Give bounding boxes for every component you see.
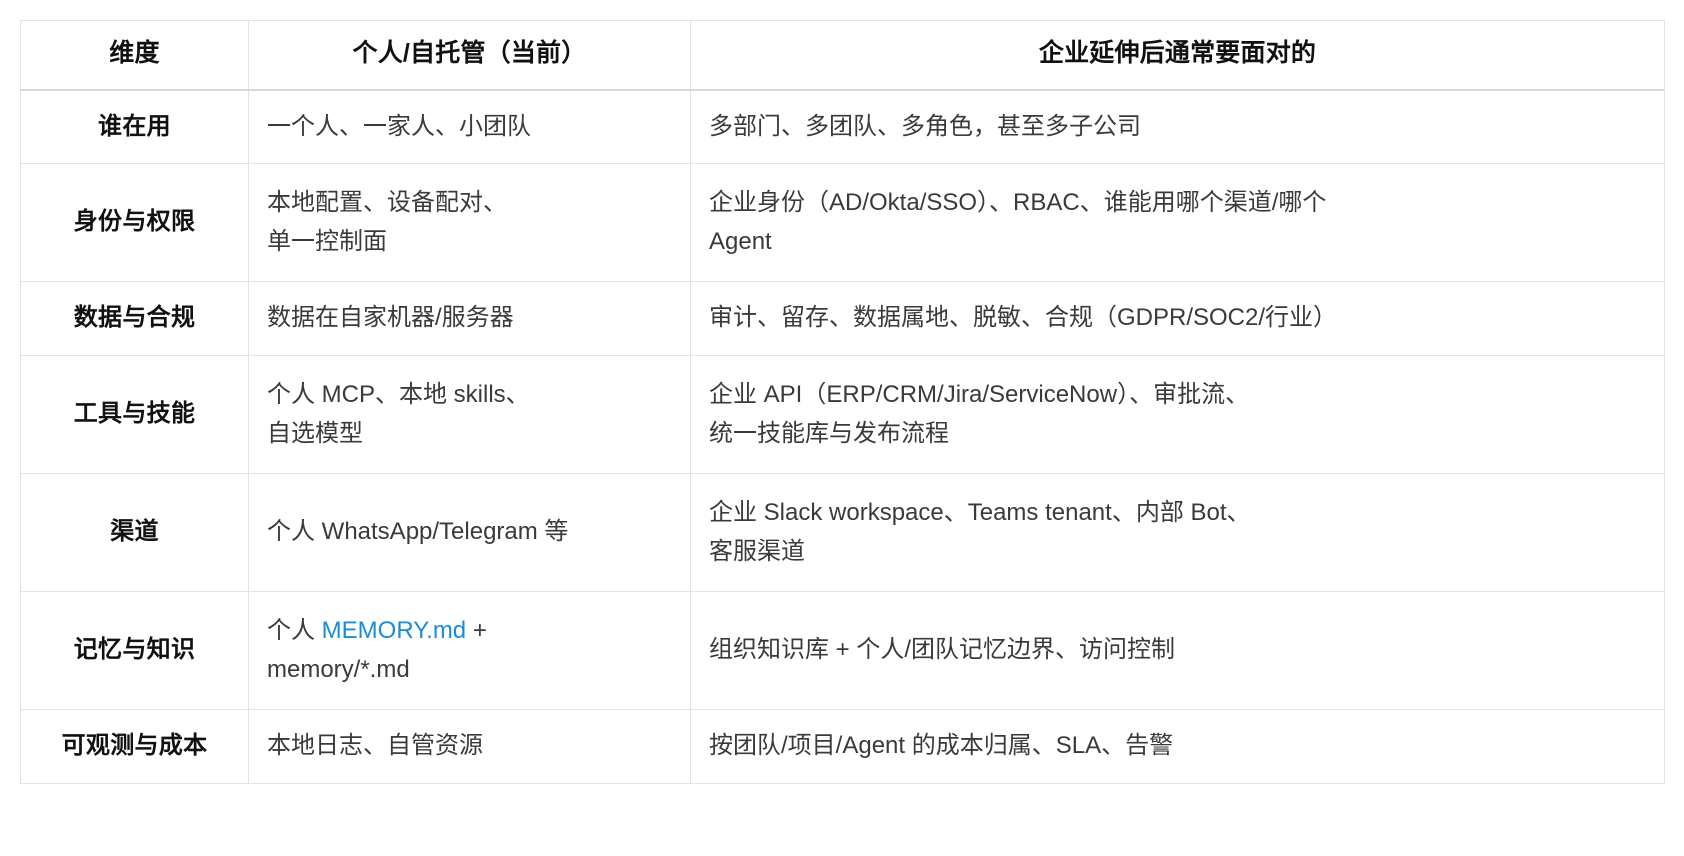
memory-md-link[interactable]: MEMORY.md [321,616,467,644]
row-personal-cell: 一个人、一家人、小团队 [248,89,691,165]
row-dimension-label: 工具与技能 [20,355,249,475]
cell-text-line: 自选模型 [267,419,363,447]
cell-text-prefix: 个人 [267,616,322,644]
row-personal-cell: 数据在自家机器/服务器 [248,281,691,357]
row-dimension-label: 记忆与知识 [20,591,249,711]
cell-text-line: 审计、留存、数据属地、脱敏、合规（GDPR/SOC2/行业） [709,304,1338,332]
row-enterprise-cell: 企业 API（ERP/CRM/Jira/ServiceNow）、审批流、 统一技… [690,355,1665,475]
cell-text-line: 企业 API（ERP/CRM/Jira/ServiceNow）、审批流、 [709,380,1250,408]
column-header-dimension: 维度 [20,19,249,91]
table-row: 记忆与知识 个人 MEMORY.md + memory/*.md 组织知识库 +… [20,591,1665,711]
table-body: 谁在用 一个人、一家人、小团队 多部门、多团队、多角色，甚至多子公司 身份与权限… [20,89,1665,785]
cell-text-line: 本地日志、自管资源 [267,732,483,760]
table-row: 身份与权限 本地配置、设备配对、 单一控制面 企业身份（AD/Okta/SSO）… [20,163,1665,283]
cell-text-line: 统一技能库与发布流程 [709,419,949,447]
comparison-table-container: 维度 个人/自托管（当前） 企业延伸后通常要面对的 谁在用 一个人、一家人、小团… [20,19,1665,785]
cell-text-line: 企业 Slack workspace、Teams tenant、内部 Bot、 [709,498,1251,526]
cell-text-line: 个人 WhatsApp/Telegram 等 [267,518,569,546]
table-row: 可观测与成本 本地日志、自管资源 按团队/项目/Agent 的成本归属、SLA、… [20,709,1665,785]
cell-text-line: 个人 MCP、本地 skills、 [267,380,530,408]
row-enterprise-cell: 按团队/项目/Agent 的成本归属、SLA、告警 [690,709,1665,785]
row-dimension-label: 身份与权限 [20,163,249,283]
cell-text-line: 按团队/项目/Agent 的成本归属、SLA、告警 [709,732,1174,760]
row-personal-cell: 本地配置、设备配对、 单一控制面 [248,163,691,283]
cell-text-line: memory/*.md [267,655,410,683]
cell-text-line: Agent [709,227,772,255]
row-enterprise-cell: 审计、留存、数据属地、脱敏、合规（GDPR/SOC2/行业） [690,281,1665,357]
row-dimension-label: 可观测与成本 [20,709,249,785]
table-header-row: 维度 个人/自托管（当前） 企业延伸后通常要面对的 [20,19,1665,91]
row-personal-cell: 个人 MCP、本地 skills、 自选模型 [248,355,691,475]
cell-text-line: 本地配置、设备配对、 [267,188,507,216]
cell-text-line: 客服渠道 [709,537,805,565]
row-enterprise-cell: 企业身份（AD/Okta/SSO）、RBAC、谁能用哪个渠道/哪个 Agent [690,163,1665,283]
row-personal-cell: 个人 WhatsApp/Telegram 等 [248,473,691,593]
cell-text-line: 数据在自家机器/服务器 [267,304,514,332]
table-row: 数据与合规 数据在自家机器/服务器 审计、留存、数据属地、脱敏、合规（GDPR/… [20,281,1665,357]
row-personal-cell: 本地日志、自管资源 [248,709,691,785]
row-dimension-label: 数据与合规 [20,281,249,357]
row-enterprise-cell: 企业 Slack workspace、Teams tenant、内部 Bot、 … [690,473,1665,593]
cell-text-line: 多部门、多团队、多角色，甚至多子公司 [709,112,1141,140]
row-enterprise-cell: 组织知识库 + 个人/团队记忆边界、访问控制 [690,591,1665,711]
cell-text-line: 单一控制面 [267,227,387,255]
row-enterprise-cell: 多部门、多团队、多角色，甚至多子公司 [690,89,1665,165]
cell-text-line: 组织知识库 + 个人/团队记忆边界、访问控制 [709,636,1176,664]
table-header: 维度 个人/自托管（当前） 企业延伸后通常要面对的 [20,19,1665,91]
column-header-personal: 个人/自托管（当前） [248,19,691,91]
cell-text-line: 一个人、一家人、小团队 [267,112,531,140]
comparison-table: 维度 个人/自托管（当前） 企业延伸后通常要面对的 谁在用 一个人、一家人、小团… [20,19,1665,785]
table-row: 渠道 个人 WhatsApp/Telegram 等 企业 Slack works… [20,473,1665,593]
column-header-enterprise: 企业延伸后通常要面对的 [690,19,1665,91]
row-personal-cell: 个人 MEMORY.md + memory/*.md [248,591,691,711]
cell-text-line-with-link: 个人 MEMORY.md + [267,612,672,651]
table-row: 工具与技能 个人 MCP、本地 skills、 自选模型 企业 API（ERP/… [20,355,1665,475]
row-dimension-label: 谁在用 [20,89,249,165]
row-dimension-label: 渠道 [20,473,249,593]
table-row: 谁在用 一个人、一家人、小团队 多部门、多团队、多角色，甚至多子公司 [20,89,1665,165]
cell-text-suffix: + [466,616,487,644]
cell-text-line: 企业身份（AD/Okta/SSO）、RBAC、谁能用哪个渠道/哪个 [709,188,1327,216]
